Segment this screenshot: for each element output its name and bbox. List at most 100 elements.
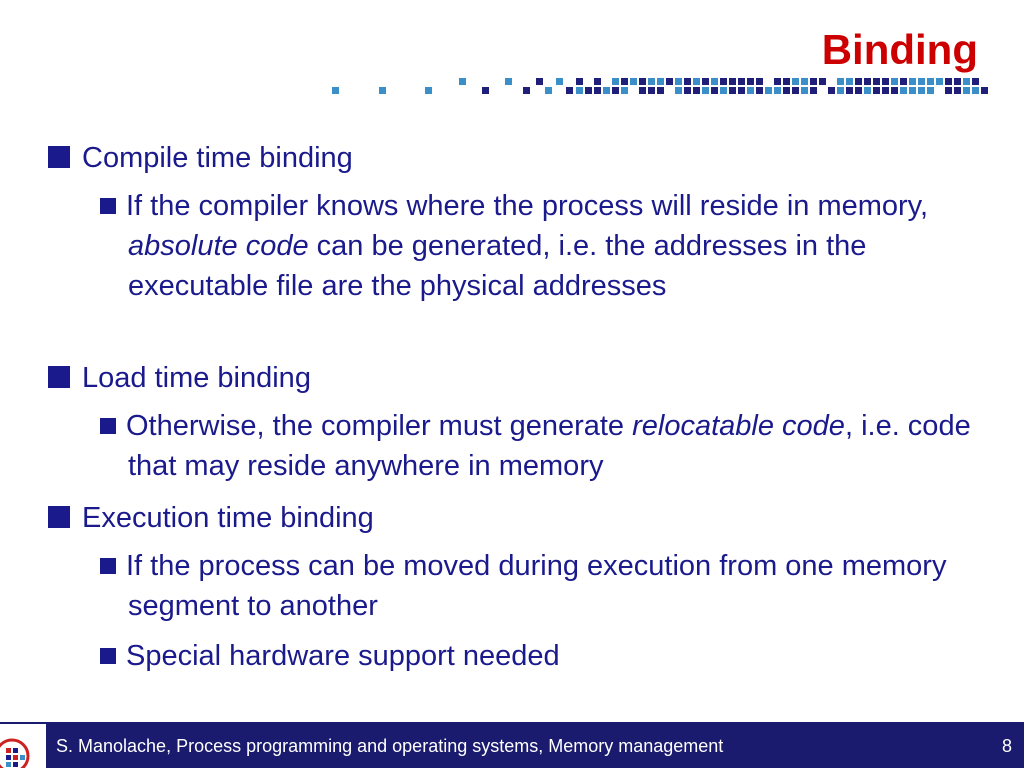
pattern-square [675, 78, 682, 85]
square-bullet-icon [48, 506, 70, 528]
bullet-level1: Load time binding [48, 358, 311, 398]
pattern-square [576, 78, 583, 85]
pattern-square [738, 78, 745, 85]
pattern-square [864, 87, 871, 94]
pattern-square [837, 87, 844, 94]
pattern-square [891, 87, 898, 94]
bullet-text: If the compiler knows where the process … [126, 190, 929, 222]
pattern-square [425, 87, 432, 94]
pattern-square [576, 87, 583, 94]
pattern-square [954, 87, 961, 94]
pattern-square [621, 78, 628, 85]
square-bullet-icon [48, 366, 70, 388]
square-bullet-icon [100, 648, 116, 664]
pattern-square [981, 87, 988, 94]
pattern-square [702, 87, 709, 94]
pattern-square [864, 78, 871, 85]
pattern-square [720, 78, 727, 85]
bullet-text: Otherwise, the compiler must generate [126, 410, 633, 442]
pattern-square [801, 87, 808, 94]
pattern-square [566, 87, 573, 94]
pattern-square [747, 87, 754, 94]
pattern-square [630, 78, 637, 85]
bullet-text: can be generated, i.e. the addresses in … [128, 230, 867, 302]
pattern-square [684, 78, 691, 85]
pattern-square [648, 87, 655, 94]
slide-title: Binding [821, 26, 978, 73]
pattern-square [711, 78, 718, 85]
bullet-level2: Otherwise, the compiler must generate re… [100, 406, 980, 486]
bullet-text: , i.e. code that may reside anywhere in … [128, 410, 971, 482]
pattern-square [482, 87, 489, 94]
pattern-square [523, 87, 530, 94]
pattern-square [846, 78, 853, 85]
bullet-text: Execution time binding [82, 502, 374, 534]
pattern-square [332, 87, 339, 94]
pattern-square [556, 78, 563, 85]
bullet-emphasis: relocatable code [632, 410, 845, 442]
pattern-square [918, 87, 925, 94]
bullet-level2: If the process can be moved during execu… [100, 546, 980, 626]
bullet-text: If the process can be moved during execu… [126, 550, 947, 622]
pattern-square [828, 87, 835, 94]
pattern-square [963, 78, 970, 85]
bullet-text: Special hardware support needed [126, 640, 560, 672]
pattern-square [657, 87, 664, 94]
pattern-square [873, 78, 880, 85]
footer-text: S. Manolache, Process programming and op… [56, 736, 724, 756]
bullet-emphasis: absolute code [128, 230, 309, 262]
pattern-square [675, 87, 682, 94]
pattern-square [639, 78, 646, 85]
bullet-text: Load time binding [82, 362, 311, 394]
pattern-square [702, 78, 709, 85]
pattern-square [612, 78, 619, 85]
pattern-square [792, 78, 799, 85]
pattern-square [536, 78, 543, 85]
pattern-square [639, 87, 646, 94]
pattern-square [545, 87, 552, 94]
pattern-square [927, 87, 934, 94]
bullet-level1: Compile time binding [48, 138, 353, 178]
bullet-level1: Execution time binding [48, 498, 374, 538]
pattern-square [819, 78, 826, 85]
pattern-square [972, 78, 979, 85]
pattern-square [585, 87, 592, 94]
footer-bar: S. Manolache, Process programming and op… [0, 722, 1024, 768]
pattern-square [963, 87, 970, 94]
pattern-square [720, 87, 727, 94]
pattern-square [729, 87, 736, 94]
square-bullet-icon [100, 418, 116, 434]
pattern-square [954, 78, 961, 85]
square-bullet-icon [48, 146, 70, 168]
pattern-square [379, 87, 386, 94]
pattern-square [837, 78, 844, 85]
decorative-dot-pattern [332, 78, 988, 94]
pattern-square [783, 78, 790, 85]
university-logo-icon [0, 722, 46, 768]
pattern-square [612, 87, 619, 94]
pattern-square [801, 78, 808, 85]
bullet-text: Compile time binding [82, 142, 353, 174]
pattern-square [711, 87, 718, 94]
pattern-square [900, 78, 907, 85]
pattern-square [909, 78, 916, 85]
pattern-square [648, 78, 655, 85]
pattern-square [882, 87, 889, 94]
pattern-square [873, 87, 880, 94]
pattern-square [972, 87, 979, 94]
pattern-square [747, 78, 754, 85]
pattern-square [594, 87, 601, 94]
pattern-square [792, 87, 799, 94]
pattern-square [594, 78, 601, 85]
pattern-square [774, 78, 781, 85]
pattern-square [666, 78, 673, 85]
pattern-square [855, 78, 862, 85]
pattern-square [505, 78, 512, 85]
pattern-square [693, 78, 700, 85]
pattern-square [684, 87, 691, 94]
bullet-level2: Special hardware support needed [100, 636, 980, 676]
pattern-square [603, 87, 610, 94]
pattern-square [945, 78, 952, 85]
pattern-square [900, 87, 907, 94]
pattern-square [936, 78, 943, 85]
